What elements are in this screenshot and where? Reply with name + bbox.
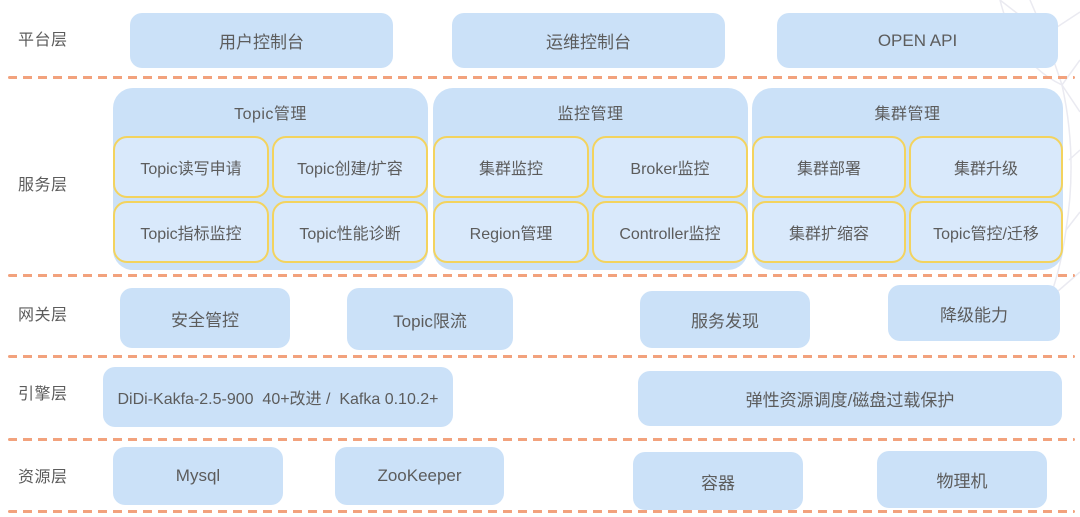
gateway-box-service-discovery: 服务发现 [640, 291, 810, 348]
engine-box-kafka-version: DiDi-Kakfa-2.5-900 40+改进 / Kafka 0.10.2+ [103, 367, 453, 427]
resource-box-container: 容器 [633, 452, 803, 510]
platform-box-open-api: OPEN API [777, 13, 1058, 68]
service-item: Topic指标监控 [113, 201, 269, 263]
group-grid: 集群部署 集群升级 集群扩缩容 Topic管控/迁移 [752, 136, 1063, 263]
platform-box-ops-console: 运维控制台 [452, 13, 725, 68]
service-item: Region管理 [433, 201, 589, 263]
gateway-box-degradation: 降级能力 [888, 285, 1060, 341]
layer-label-service: 服务层 [18, 177, 68, 194]
resource-box-zookeeper: ZooKeeper [335, 447, 504, 505]
service-item: 集群扩缩容 [752, 201, 906, 263]
divider-gateway-engine [8, 355, 1075, 358]
group-title: 集群管理 [874, 106, 941, 123]
service-group-monitor-management: 监控管理 集群监控 Broker监控 Region管理 Controller监控 [433, 88, 748, 270]
layer-label-gateway: 网关层 [18, 307, 68, 324]
group-grid: 集群监控 Broker监控 Region管理 Controller监控 [433, 136, 748, 263]
divider-bottom [8, 510, 1075, 513]
divider-engine-resource [8, 438, 1075, 441]
service-item: Controller监控 [592, 201, 748, 263]
service-item: Topic性能诊断 [272, 201, 428, 263]
platform-box-user-console: 用户控制台 [130, 13, 393, 68]
layer-label-resource: 资源层 [18, 469, 68, 486]
service-item: Topic创建/扩容 [272, 136, 428, 198]
resource-box-physical-machine: 物理机 [877, 451, 1047, 508]
gateway-box-security-control: 安全管控 [120, 288, 290, 348]
layer-label-engine: 引擎层 [18, 386, 68, 403]
service-item: 集群升级 [909, 136, 1063, 198]
group-title: Topic管理 [234, 106, 307, 123]
divider-service-gateway [8, 274, 1075, 277]
engine-box-elastic-scheduling: 弹性资源调度/磁盘过载保护 [638, 371, 1062, 426]
gateway-box-topic-rate-limit: Topic限流 [347, 288, 513, 350]
divider-platform-service [8, 76, 1075, 79]
service-group-cluster-management: 集群管理 集群部署 集群升级 集群扩缩容 Topic管控/迁移 [752, 88, 1063, 270]
service-item: 集群监控 [433, 136, 589, 198]
service-item: 集群部署 [752, 136, 906, 198]
group-title: 监控管理 [557, 106, 624, 123]
service-item: Broker监控 [592, 136, 748, 198]
service-item: Topic管控/迁移 [909, 201, 1063, 263]
service-item: Topic读写申请 [113, 136, 269, 198]
group-grid: Topic读写申请 Topic创建/扩容 Topic指标监控 Topic性能诊断 [113, 136, 428, 263]
resource-box-mysql: Mysql [113, 447, 283, 505]
layer-label-platform: 平台层 [18, 32, 68, 49]
service-group-topic-management: Topic管理 Topic读写申请 Topic创建/扩容 Topic指标监控 T… [113, 88, 428, 270]
